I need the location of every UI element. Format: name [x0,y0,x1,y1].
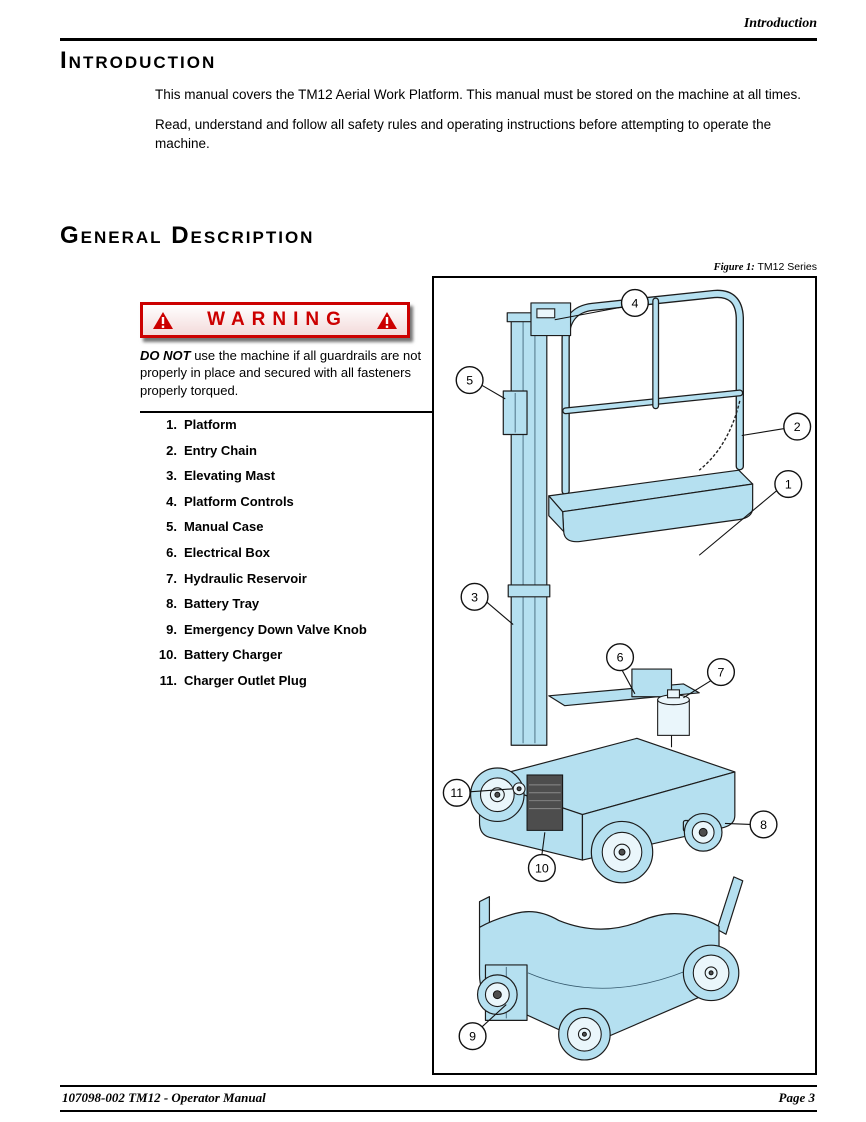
part-number: 2. [166,442,177,458]
part-label: Electrical Box [184,544,270,560]
part-number: 10. [158,647,177,663]
part-number: 8. [166,596,177,612]
stowed-center-wheel [558,1007,611,1061]
svg-text:4: 4 [631,296,638,310]
part-number: 6. [166,544,177,560]
footer-page-number: Page 3 [778,1090,815,1105]
figure-caption-text: TM12 Series [757,261,817,273]
parts-list-item: 4. Platform Controls [140,489,367,515]
footer-document-id: 107098-002 TM12 - Operator Manual [62,1090,266,1105]
intro-paragraph-2: Read, understand and follow all safety r… [155,117,772,152]
callout-9: 9 [458,1022,487,1051]
running-header: Introduction [743,16,817,31]
part-number: 1. [166,417,177,432]
part-number: 7. [166,570,177,586]
svg-text:6: 6 [617,651,624,665]
svg-text:7: 7 [718,665,725,679]
parts-list-item: 5. Manual Case [140,514,367,540]
general-section-title: General Description [60,222,315,249]
part-label: Entry Chain [184,442,257,458]
warning-text: use the machine if all guardrails are no… [140,348,422,398]
left-front-wheel [470,767,525,823]
stowed-machine-view [476,876,744,1061]
callout-7: 7 [706,657,736,687]
warning-header: WARNING [140,302,410,338]
intro-section-title: Introduction [60,47,217,74]
callout-6: 6 [605,643,635,672]
platform-floor [548,469,754,543]
part-label: Battery Charger [184,647,283,663]
svg-text:1: 1 [785,477,792,491]
platform-controls-box [530,302,572,337]
platform-guardrails [561,289,744,496]
callout-4: 4 [620,288,649,317]
part-label: Charger Outlet Plug [184,672,307,688]
callout-5: 5 [455,366,484,395]
callout-8: 8 [749,810,778,839]
part-label: Elevating Mast [184,468,276,484]
figure-caption: Figure 1: TM12 Series [714,261,817,273]
parts-list-item: 7. Hydraulic Reservoir [140,566,367,592]
warning-body: DO NOT use the machine if all guardrails… [140,347,428,399]
callout-3: 3 [460,582,489,611]
parts-list: 1. Platform 2. Entry Chain 3. Elevating Mas… [140,412,367,694]
intro-paragraph-1: This manual covers the TM12 Aerial Work … [155,87,802,102]
callout-1: 1 [774,469,803,499]
figure-caption-label: Figure 1: [713,262,755,273]
svg-text:8: 8 [760,818,767,832]
svg-text:3: 3 [471,590,478,604]
warning-emphasis: DO NOT [140,348,191,363]
parts-list-item: 6. Electrical Box [140,540,367,566]
parts-list-item: 8. Battery Tray [140,591,367,617]
page-footer: 107098-002 TM12 - Operator Manual Page 3 [60,1085,817,1112]
warning-triangle-icon [376,311,397,329]
stowed-right-wheel [682,944,740,1002]
parts-list-item: 1. Platform [140,412,367,438]
svg-text:5: 5 [466,374,473,388]
part-label: Hydraulic Reservoir [184,570,307,586]
parts-list-item: 2. Entry Chain [140,438,367,464]
right-front-wheel [590,820,654,884]
parts-list-item: 11. Charger Outlet Plug [140,668,367,694]
svg-text:2: 2 [794,420,801,434]
part-number: 3. [166,468,177,484]
intro-paragraphs: This manual covers the TM12 Aerial Work … [155,85,817,164]
warning-block: WARNING DO NOT use the machine if all gu… [140,302,432,413]
part-number: 4. [166,493,177,509]
svg-text:11: 11 [450,786,463,800]
callout-10: 10 [527,853,556,883]
battery-charger [526,774,564,831]
part-label: Emergency Down Valve Knob [184,621,367,637]
header-rule [60,38,817,41]
stowed-left-wheel [476,974,518,1016]
warning-triangle-icon [153,311,173,329]
figure-1-frame: 4 5 2 1 3 6 7 [432,276,817,1075]
part-label: Platform Controls [184,493,294,509]
rear-wheel [683,812,723,852]
part-number: 5. [166,519,177,535]
warning-title: WARNING [207,309,348,330]
charger-outlet-plug [512,782,526,796]
part-label: Manual Case [184,519,264,535]
parts-list-item: 10. Battery Charger [140,642,367,668]
callout-11: 11 [442,778,471,807]
parts-list-item: 3. Elevating Mast [140,463,367,489]
hydraulic-reservoir [657,689,690,736]
elevating-mast [506,312,552,746]
part-number: 11. [159,672,177,688]
manual-case [502,390,528,436]
callout-leader-lines [469,306,785,1028]
parts-list-item: 9. Emergency Down Valve Knob [140,617,367,643]
svg-text:9: 9 [469,1030,476,1044]
callout-2: 2 [783,412,812,441]
entry-chain [698,400,741,471]
electrical-box [548,668,700,748]
part-number: 9. [166,621,177,637]
tm12-illustration: 4 5 2 1 3 6 7 [442,288,812,1061]
part-label: Platform [184,417,237,432]
svg-text:10: 10 [535,861,549,875]
part-label: Battery Tray [184,596,260,612]
